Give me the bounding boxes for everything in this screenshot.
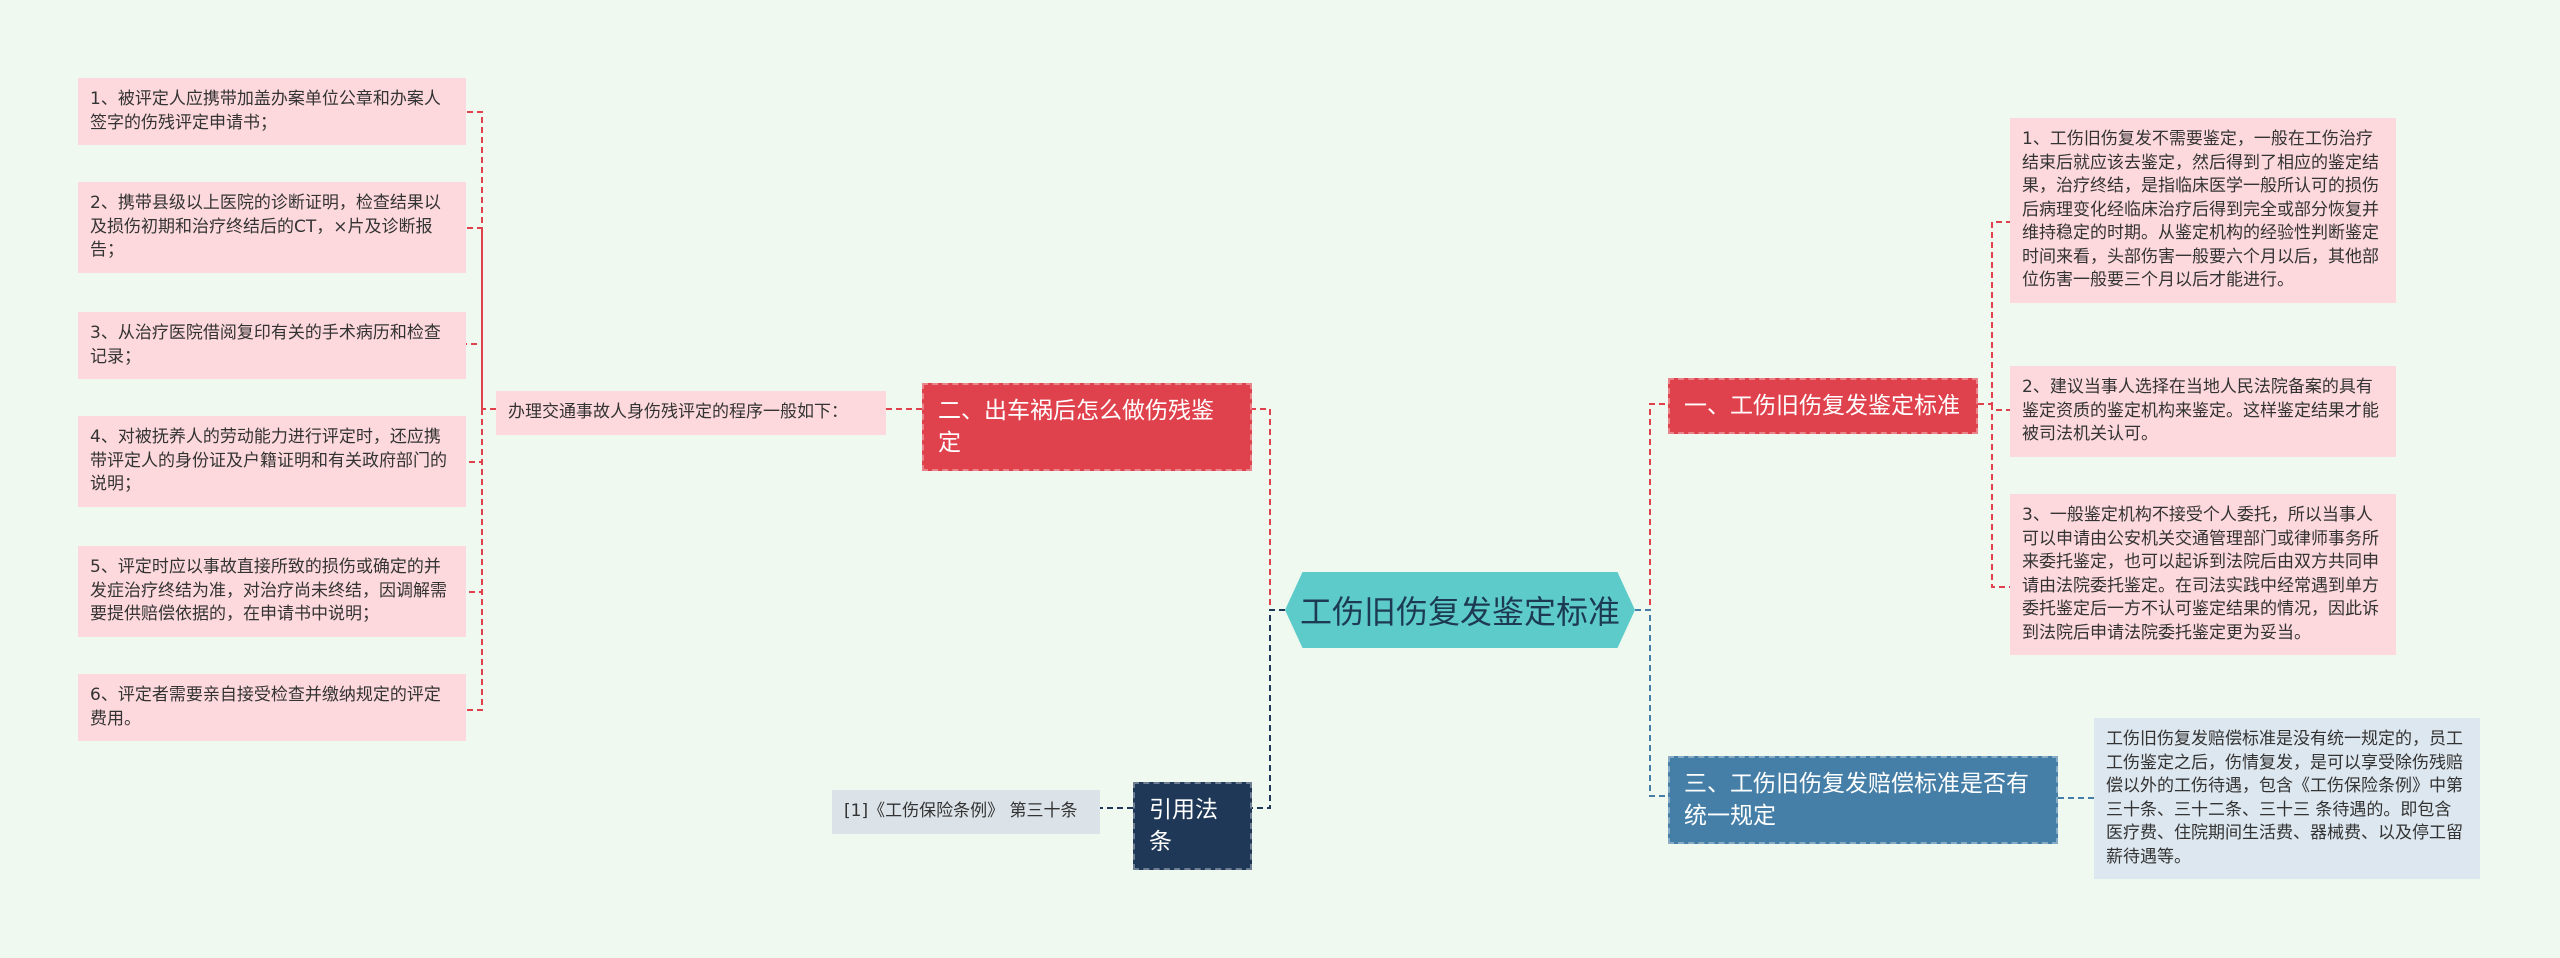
branch-recurrence-standard[interactable]: 一、工伤旧伤复发鉴定标准: [1668, 378, 1978, 434]
accident-step-4: 4、对被抚养人的劳动能力进行评定时，还应携带评定人的身份证及户籍证明和有关政府部…: [78, 416, 466, 507]
accident-step-6: 6、评定者需要亲自接受检查并缴纳规定的评定费用。: [78, 674, 466, 741]
branch-compensation-standard[interactable]: 三、工伤旧伤复发赔偿标准是否有统一规定: [1668, 756, 2058, 844]
standard-item-3: 3、一般鉴定机构不接受个人委托，所以当事人可以申请由公安机关交通管理部门或律师事…: [2010, 494, 2396, 655]
accident-step-2: 2、携带县级以上医院的诊断证明，检查结果以及损伤初期和治疗终结后的CT，×片及诊…: [78, 182, 466, 273]
accident-step-5: 5、评定时应以事故直接所致的损伤或确定的并发症治疗终结为准，对治疗尚未终结，因调…: [78, 546, 466, 637]
central-topic[interactable]: 工伤旧伤复发鉴定标准: [1285, 572, 1635, 648]
accident-step-3: 3、从治疗医院借阅复印有关的手术病历和检查记录；: [78, 312, 466, 379]
standard-item-1: 1、工伤旧伤复发不需要鉴定，一般在工伤治疗结束后就应该去鉴定，然后得到了相应的鉴…: [2010, 118, 2396, 303]
branch-accident-disability-assessment[interactable]: 二、出车祸后怎么做伤残鉴定: [922, 383, 1252, 471]
compensation-detail: 工伤旧伤复发赔偿标准是没有统一规定的，员工工伤鉴定之后，伤情复发，是可以享受除伤…: [2094, 718, 2480, 879]
standard-item-2: 2、建议当事人选择在当地人民法院备案的具有鉴定资质的鉴定机构来鉴定。这样鉴定结果…: [2010, 366, 2396, 457]
accident-procedure-intro: 办理交通事故人身伤残评定的程序一般如下：: [496, 391, 886, 435]
citation-item: [1]《工伤保险条例》 第三十条: [832, 790, 1100, 834]
branch-citation[interactable]: 引用法条: [1133, 782, 1252, 870]
accident-step-1: 1、被评定人应携带加盖办案单位公章和办案人签字的伤残评定申请书；: [78, 78, 466, 145]
